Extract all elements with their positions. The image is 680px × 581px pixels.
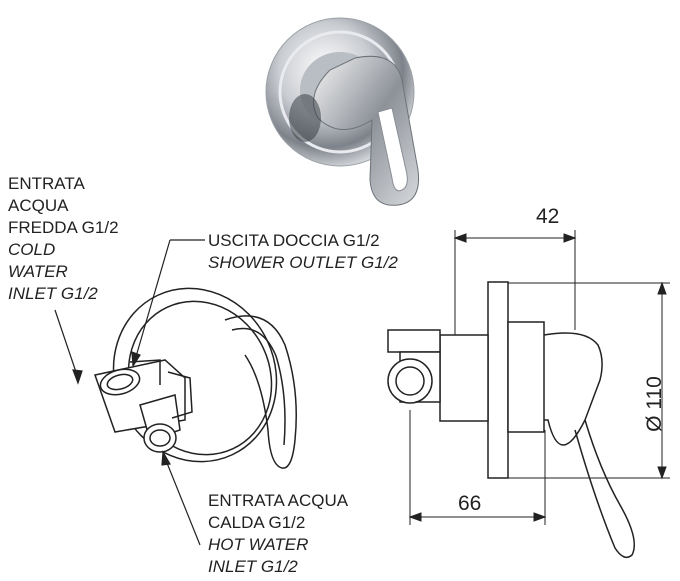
- product-photo: [265, 17, 420, 206]
- cold-inlet-line-1: ENTRATA: [8, 174, 85, 193]
- shower-outlet-label: USCITA DOCCIA G1/2 SHOWER OUTLET G1/2: [208, 230, 398, 274]
- hot-inlet-label: ENTRATA ACQUA CALDA G1/2 HOT WATER INLET…: [208, 490, 348, 578]
- dimension-depth: 42: [536, 205, 560, 228]
- leader-lines: [54, 239, 205, 546]
- cold-inlet-line-6: INLET G1/2: [8, 284, 98, 303]
- hot-inlet-line-1: ENTRATA ACQUA: [208, 491, 349, 510]
- side-view: [387, 281, 635, 559]
- cold-inlet-line-3: FREDDA G1/2: [8, 218, 119, 237]
- hot-inlet-line-2: CALDA G1/2: [208, 513, 306, 532]
- cold-inlet-line-2: ACQUA: [8, 196, 69, 215]
- shower-outlet-line-1: USCITA DOCCIA G1/2: [208, 231, 380, 250]
- hot-inlet-line-3: HOT WATER: [208, 535, 309, 554]
- dimension-lines: [408, 230, 670, 525]
- shower-outlet-line-2: SHOWER OUTLET G1/2: [208, 253, 398, 272]
- dimension-diameter: Ø 110: [642, 376, 666, 432]
- cold-inlet-label: ENTRATA ACQUA FREDDA G1/2 COLD WATER INL…: [8, 173, 119, 305]
- cold-inlet-line-4: COLD: [8, 240, 56, 259]
- cold-inlet-line-5: WATER: [8, 262, 68, 281]
- dimension-length: 66: [458, 492, 482, 515]
- isometric-view: [94, 287, 297, 469]
- hot-inlet-line-4: INLET G1/2: [208, 557, 298, 576]
